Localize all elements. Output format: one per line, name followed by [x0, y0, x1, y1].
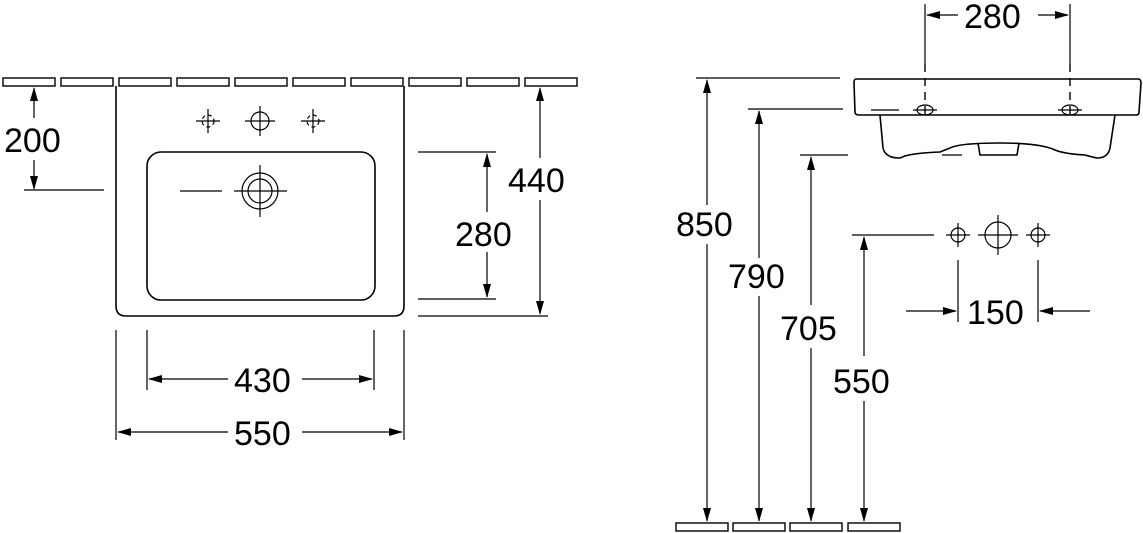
supply-point-icons [946, 215, 1050, 255]
dim-550-supply: 550 [833, 363, 890, 401]
dim-200: 200 [4, 122, 61, 160]
dim-430: 430 [234, 362, 291, 400]
dim-850: 850 [676, 206, 733, 244]
dim-150: 150 [967, 294, 1024, 332]
basin-outline [115, 86, 405, 317]
dim-280-spacing: 280 [964, 0, 1021, 36]
basin-profile [853, 78, 1142, 116]
floor-line [675, 522, 901, 532]
dim-440: 440 [508, 162, 565, 200]
wall-top [2, 77, 578, 87]
front-view: 200 280 440 430 550 [2, 77, 578, 453]
tap-hole-icons [196, 106, 325, 136]
bowl-outline [146, 151, 376, 301]
overflow-hole-icons [913, 104, 1082, 116]
drain-icon [180, 165, 287, 217]
dim-550-width: 550 [234, 415, 291, 453]
side-view: 280 850 790 705 550 [675, 0, 1142, 532]
dim-790: 790 [728, 258, 785, 296]
dim-705: 705 [780, 310, 837, 348]
dim-280-bowl: 280 [455, 216, 512, 254]
